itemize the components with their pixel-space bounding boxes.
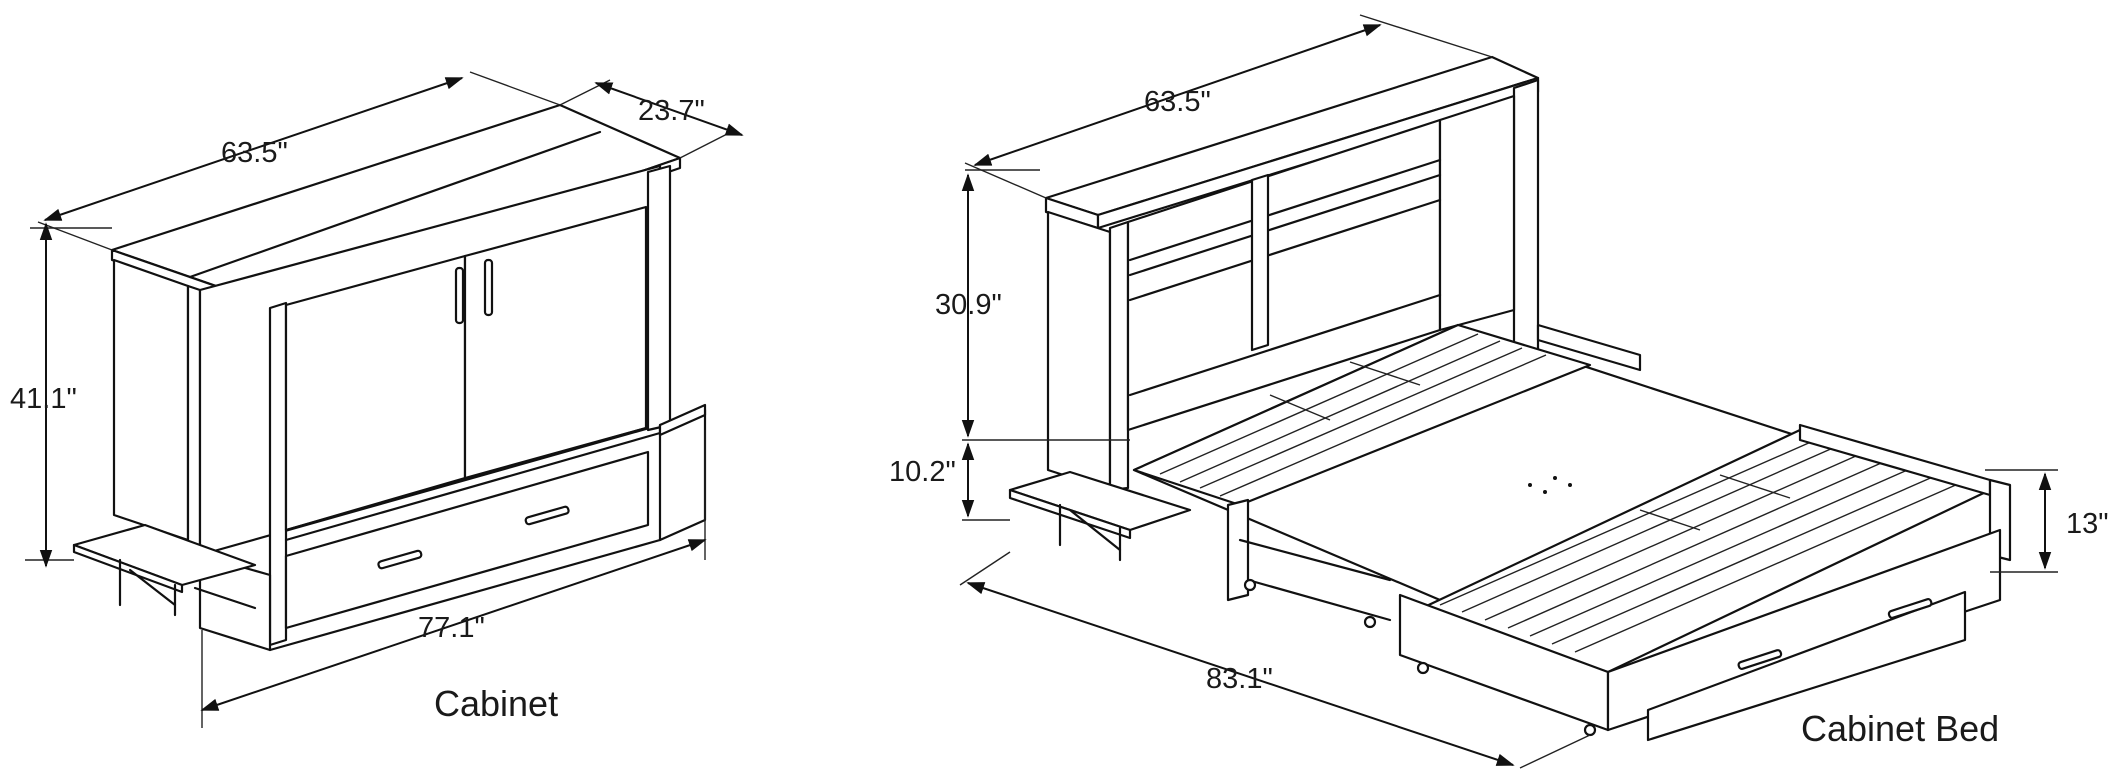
bed-headboard-height-label: 30.9" bbox=[935, 289, 1002, 321]
cabinet-caption: Cabinet bbox=[434, 683, 558, 724]
bed-mattress-height-label: 10.2" bbox=[889, 456, 956, 488]
bed-length-label: 83.1" bbox=[1206, 663, 1273, 695]
cabinet-bed-drawing bbox=[1008, 55, 2012, 742]
bed-base-height-label: 13" bbox=[2066, 508, 2109, 540]
bed-width-label: 63.5" bbox=[1144, 86, 1211, 118]
cabinet-dimensions bbox=[25, 71, 744, 728]
cabinet-height-label: 41.1" bbox=[10, 383, 77, 415]
cabinet-bed-caption: Cabinet Bed bbox=[1801, 708, 1999, 749]
cabinet-open-length-label: 77.1" bbox=[418, 612, 485, 644]
cabinet-width-label: 63.5" bbox=[221, 137, 288, 169]
cabinet-bed-dimensions bbox=[959, 14, 2058, 769]
cabinet-depth-label: 23.7" bbox=[638, 95, 705, 127]
cabinet-drawing bbox=[72, 103, 707, 652]
